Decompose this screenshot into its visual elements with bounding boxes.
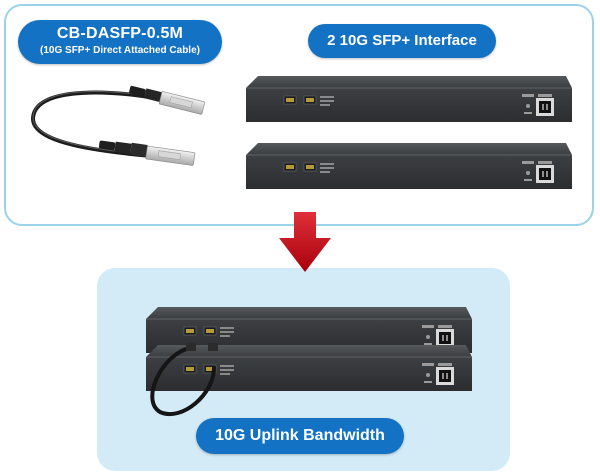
switch-icon xyxy=(245,75,573,123)
cable-label-badge: CB-DASFP-0.5M (10G SFP+ Direct Attached … xyxy=(18,20,222,64)
dac-cable-icon xyxy=(150,346,216,416)
down-arrow-icon xyxy=(279,212,331,272)
cable-title: CB-DASFP-0.5M xyxy=(56,25,184,42)
dac-cable-icon xyxy=(30,85,206,166)
interface-label-badge: 2 10G SFP+ Interface xyxy=(308,24,496,58)
switch-icon xyxy=(245,142,573,190)
switch-icon xyxy=(145,344,473,392)
cable-subtitle: (10G SFP+ Direct Attached Cable) xyxy=(40,45,200,56)
uplink-label-badge: 10G Uplink Bandwidth xyxy=(196,418,404,454)
